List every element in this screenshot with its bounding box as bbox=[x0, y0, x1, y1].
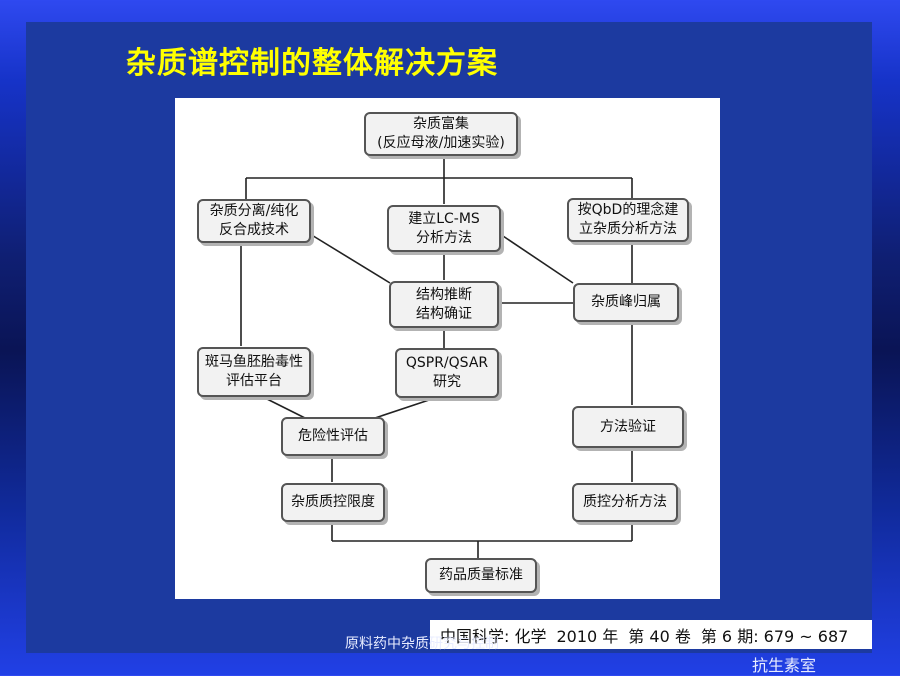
node-qbd-line1: 按QbD的理念建 bbox=[577, 202, 679, 218]
node-lcms: 建立LC-MS 分析方法 bbox=[387, 205, 501, 252]
node-structure-line1: 结构推断 bbox=[416, 286, 472, 303]
node-limit: 杂质质控限度 bbox=[281, 483, 385, 522]
slide-footer: 原料药中杂质研究与控制 bbox=[345, 636, 499, 652]
node-qc-method-line1: 质控分析方法 bbox=[583, 494, 667, 510]
node-separation-line1: 杂质分离/纯化 bbox=[209, 203, 299, 219]
node-lcms-line1: 建立LC-MS bbox=[408, 210, 480, 227]
node-peak-line1: 杂质峰归属 bbox=[591, 294, 661, 310]
node-validation: 方法验证 bbox=[572, 406, 684, 448]
node-qbd: 按QbD的理念建 立杂质分析方法 bbox=[567, 198, 689, 242]
node-risk: 危险性评估 bbox=[281, 417, 385, 456]
node-enrichment: 杂质富集 (反应母液/加速实验) bbox=[364, 112, 518, 156]
node-zebrafish: 斑马鱼胚胎毒性 评估平台 bbox=[197, 347, 311, 397]
node-enrichment-line2: (反应母液/加速实验) bbox=[377, 135, 505, 151]
citation-journal: 中国科学: 化学 bbox=[440, 626, 547, 646]
node-structure: 结构推断 结构确证 bbox=[389, 281, 499, 328]
node-qspr: QSPR/QSAR 研究 bbox=[395, 348, 499, 398]
node-qc-method: 质控分析方法 bbox=[572, 483, 678, 522]
citation-volume: 第 40 卷 bbox=[628, 626, 691, 646]
node-separation-line2: 反合成技术 bbox=[219, 222, 289, 238]
citation-issue-pages: 第 6 期: 679 ~ 687 bbox=[700, 626, 849, 646]
node-qspr-line1: QSPR/QSAR bbox=[405, 355, 489, 371]
node-separation: 杂质分离/纯化 反合成技术 bbox=[197, 199, 311, 243]
node-qbd-line2: 立杂质分析方法 bbox=[579, 221, 677, 237]
node-peak: 杂质峰归属 bbox=[573, 283, 679, 322]
citation-year: 2010 年 bbox=[556, 626, 619, 646]
department-label: 抗生素室 bbox=[752, 656, 817, 675]
node-validation-line1: 方法验证 bbox=[600, 418, 656, 435]
citation-bar: 中国科学: 化学 2010 年 第 40 卷 第 6 期: 679 ~ 687 bbox=[430, 620, 872, 649]
node-zebrafish-line2: 评估平台 bbox=[226, 373, 282, 389]
slide-title: 杂质谱控制的整体解决方案 bbox=[126, 46, 498, 81]
flowchart-figure: 杂质富集 (反应母液/加速实验) 杂质分离/纯化 反合成技术 建立LC-MS 分… bbox=[175, 98, 720, 599]
node-structure-line2: 结构确证 bbox=[416, 305, 472, 322]
flowchart-connectors bbox=[240, 155, 633, 558]
node-standard: 药品质量标准 bbox=[425, 558, 537, 593]
node-enrichment-line1: 杂质富集 bbox=[413, 116, 469, 132]
node-qspr-line2: 研究 bbox=[433, 374, 461, 390]
node-standard-line1: 药品质量标准 bbox=[439, 567, 523, 583]
node-zebrafish-line1: 斑马鱼胚胎毒性 bbox=[205, 354, 303, 370]
node-lcms-line2: 分析方法 bbox=[416, 229, 472, 246]
node-risk-line1: 危险性评估 bbox=[298, 428, 368, 444]
node-limit-line1: 杂质质控限度 bbox=[291, 494, 375, 510]
